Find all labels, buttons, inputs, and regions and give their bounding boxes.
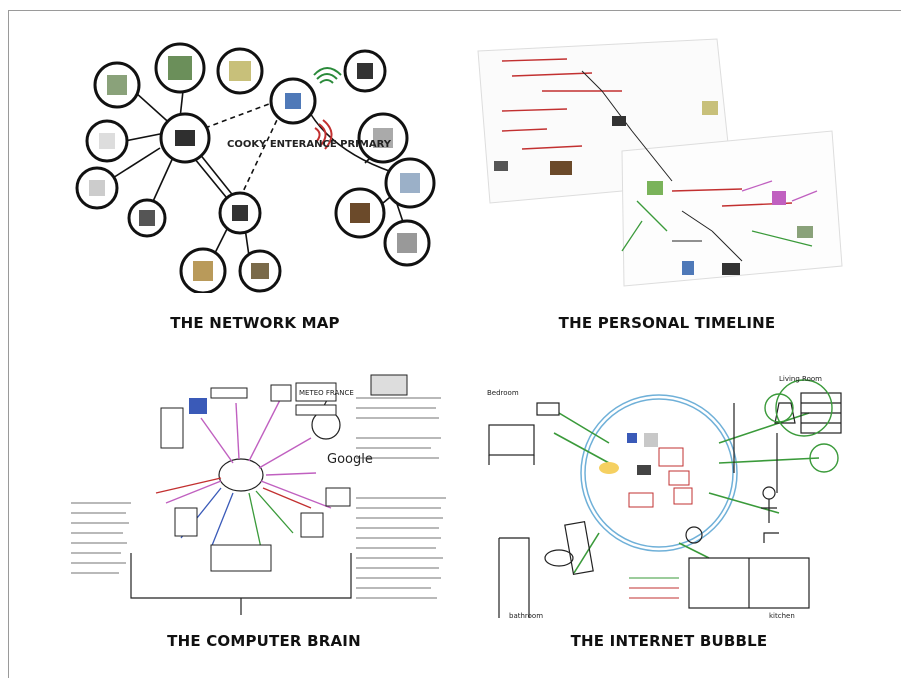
- computer-brain-sketch: Google METEO FRANCE: [71, 363, 457, 621]
- page-frame: COOKY ENTERANCE PRIMARY THE NETWORK MAP: [8, 10, 901, 678]
- google-label: Google: [327, 452, 373, 467]
- caption-internet-bubble: THE INTERNET BUBBLE: [570, 632, 768, 650]
- network-map-sketch: COOKY ENTERANCE PRIMARY: [65, 33, 445, 293]
- caption-network-map: THE NETWORK MAP: [170, 314, 340, 332]
- panel-computer-brain: Google METEO FRANCE THE COMPUTER BRAIN: [71, 363, 457, 663]
- bathroom-label: bathroom: [509, 612, 543, 620]
- meteo-label: METEO FRANCE: [299, 389, 354, 397]
- bedroom-label: Bedroom: [487, 389, 519, 397]
- internet-bubble-sketch: Bedroom Living Room bathroom kitchen: [479, 363, 859, 621]
- panel-personal-timeline: THE PERSONAL TIMELINE: [472, 31, 862, 353]
- caption-computer-brain: THE COMPUTER BRAIN: [167, 632, 361, 650]
- personal-timeline-sketch: [472, 31, 862, 293]
- network-map-sketch-label: COOKY ENTERANCE PRIMARY: [227, 139, 392, 150]
- kitchen-label: kitchen: [769, 612, 795, 620]
- panel-network-map: COOKY ENTERANCE PRIMARY THE NETWORK MAP: [65, 33, 445, 353]
- panel-internet-bubble: Bedroom Living Room bathroom kitchen THE…: [479, 363, 859, 663]
- living-room-label: Living Room: [779, 375, 822, 383]
- caption-personal-timeline: THE PERSONAL TIMELINE: [558, 314, 776, 332]
